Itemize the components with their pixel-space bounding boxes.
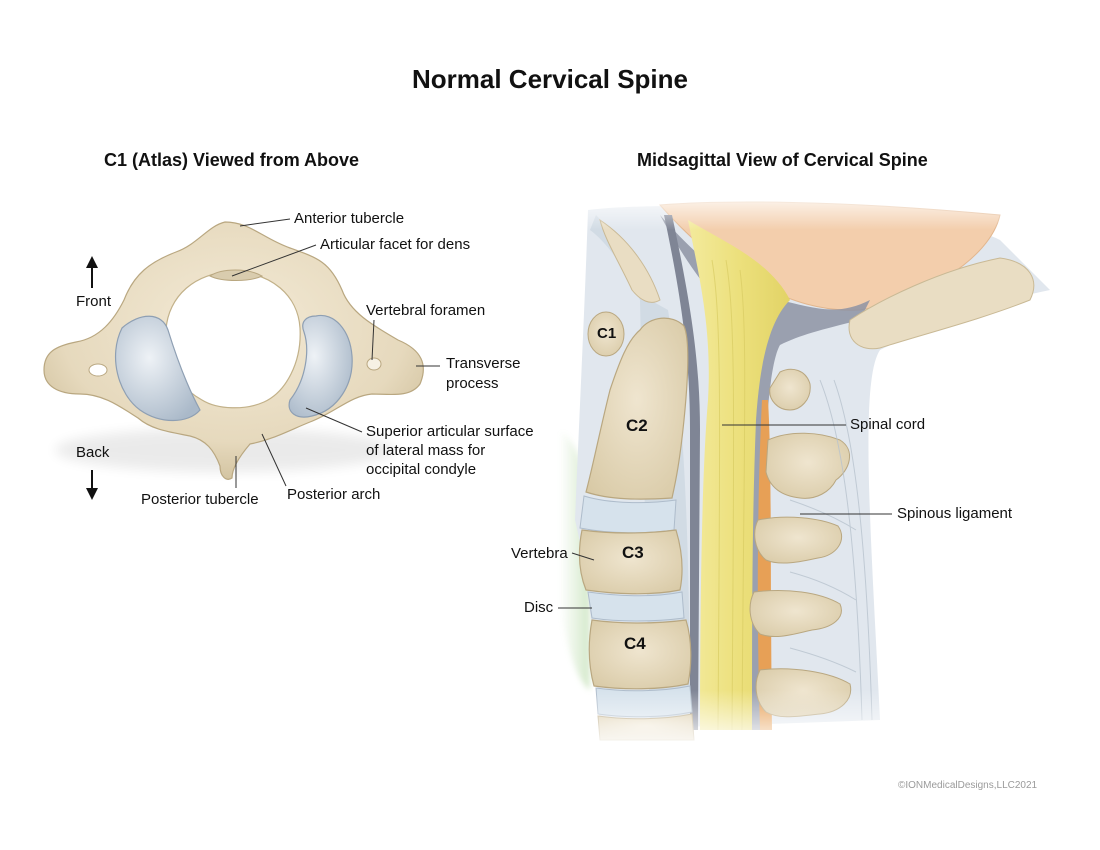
- vertebra-label-c4: C4: [624, 634, 646, 653]
- vertebral-foramen-hole: [165, 271, 301, 409]
- dens-facet: [209, 269, 264, 281]
- vertebra-label-c1: C1: [597, 325, 617, 342]
- cord-fibers: [711, 259, 746, 731]
- back-arrow: [86, 470, 98, 500]
- label-disc: Disc: [524, 599, 554, 616]
- occipital-bone: [848, 257, 1035, 350]
- back-label: Back: [76, 444, 110, 461]
- label-articular-facet: Articular facet for dens: [320, 236, 471, 253]
- atlas-leader-lines: [231, 218, 440, 488]
- label-anterior-tubercle: Anterior tubercle: [294, 210, 405, 227]
- spinous-ligament-fibers: [789, 379, 873, 721]
- ligamentum-flavum: [757, 400, 772, 730]
- c1-anterior-arch: [587, 311, 625, 357]
- label-posterior-tubercle: Posterior tubercle: [141, 491, 259, 508]
- c2-spinous-process: [765, 432, 850, 499]
- front-arrow: [86, 256, 98, 288]
- c4-body: [588, 619, 692, 690]
- dens-tip: [599, 218, 661, 303]
- fade-bottom: [560, 690, 1080, 750]
- label-superior-surface-line1: Superior articular surface: [366, 423, 534, 440]
- disc-c3-c4: [587, 591, 685, 622]
- label-spinal-cord: Spinal cord: [850, 416, 926, 433]
- label-transverse-process-line2: process: [446, 375, 499, 392]
- c1-posterior-arch: [769, 368, 811, 411]
- label-superior-surface-line2: of lateral mass for: [366, 442, 486, 459]
- midsagittal-leader-lines: [558, 424, 892, 609]
- page-title: Normal Cervical Spine: [412, 64, 688, 94]
- c4-spinous-process: [749, 590, 842, 637]
- label-transverse-process-line1: Transverse: [446, 355, 521, 372]
- vertebra-label-c3: C3: [622, 543, 644, 562]
- c3-body: [578, 529, 683, 595]
- label-spinous-ligament: Spinous ligament: [897, 505, 1013, 522]
- right-transverse-foramen: [366, 357, 382, 371]
- left-superior-articular-facet: [114, 315, 201, 421]
- vertebra-label-c2: C2: [626, 416, 648, 435]
- copyright: ©IONMedicalDesigns,LLC2021: [898, 780, 1038, 791]
- label-vertebral-foramen: Vertebral foramen: [366, 302, 486, 319]
- spinal-cord: [688, 220, 790, 730]
- anterior-dura: [664, 215, 700, 730]
- right-panel-subtitle: Midsagittal View of Cervical Spine: [637, 150, 928, 170]
- label-superior-surface-line3: occipital condyle: [366, 461, 477, 478]
- c2-body: [585, 317, 689, 500]
- label-posterior-arch: Posterior arch: [287, 486, 381, 503]
- left-panel-subtitle: C1 (Atlas) Viewed from Above: [104, 150, 360, 170]
- right-superior-articular-facet: [288, 314, 353, 418]
- label-vertebra: Vertebra: [511, 545, 568, 562]
- front-label: Front: [76, 293, 112, 310]
- c3-spinous-process: [754, 516, 843, 564]
- left-transverse-foramen: [88, 363, 108, 377]
- fade-top: [560, 190, 1080, 230]
